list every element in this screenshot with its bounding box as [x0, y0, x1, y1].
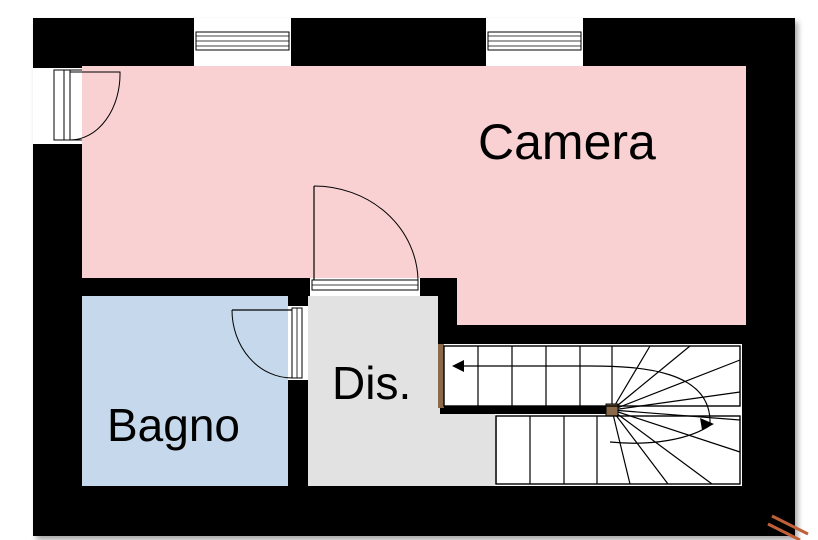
corner-mark-icon	[767, 514, 809, 540]
stair-winders	[611, 345, 741, 485]
bagno-door-icon	[231, 306, 308, 380]
camera-door-icon	[310, 185, 420, 296]
label-bagno: Bagno	[107, 399, 240, 451]
staircase	[438, 344, 742, 486]
window-icon	[486, 18, 583, 66]
stair-treads-upper	[477, 346, 613, 406]
stair-outline	[443, 345, 741, 485]
room-camera	[82, 66, 746, 325]
window-icon	[194, 18, 291, 66]
label-camera: Camera	[478, 114, 656, 170]
room-bagno	[82, 296, 288, 486]
interior-walls	[82, 278, 746, 486]
entrance-door-icon	[33, 68, 121, 144]
label-dis: Dis.	[332, 357, 411, 409]
